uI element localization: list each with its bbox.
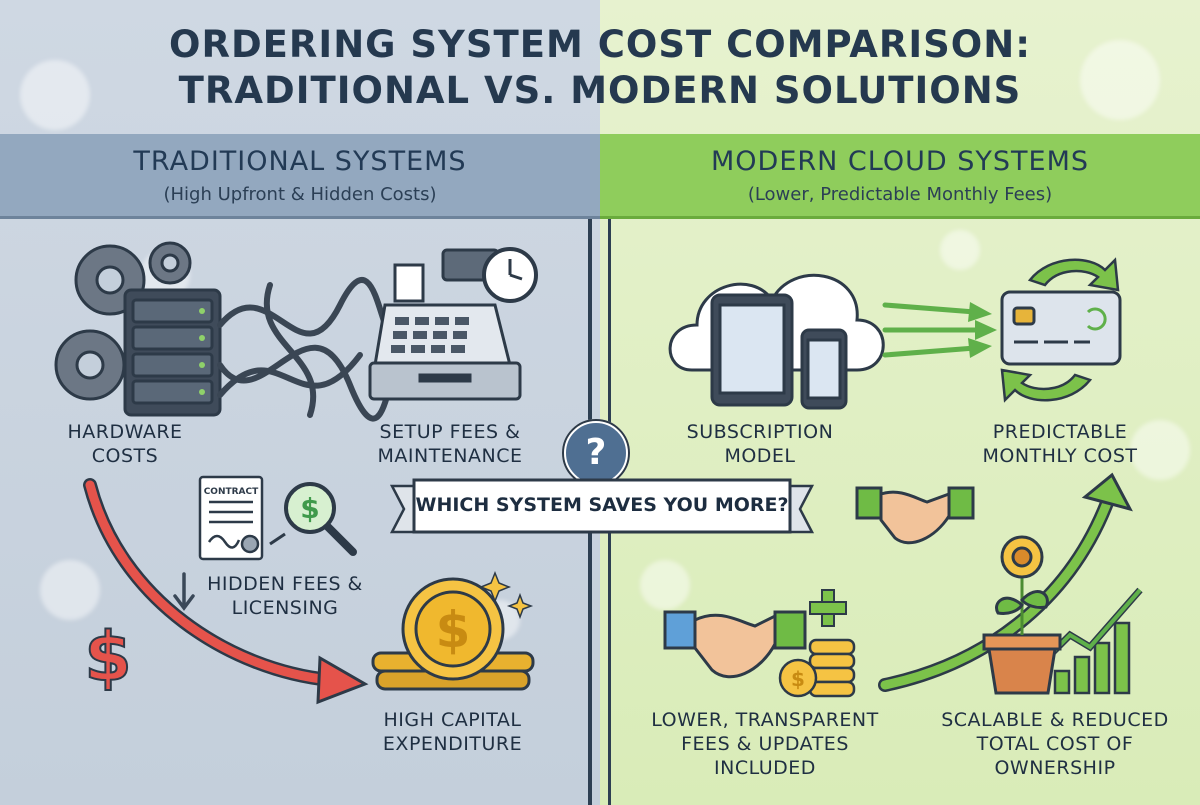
hidden-fees-label: HIDDEN FEES & LICENSING bbox=[207, 573, 363, 619]
dollar-icon: $ bbox=[436, 601, 471, 659]
handshake-coins-illustration: $ bbox=[663, 589, 856, 698]
tablet-icon bbox=[710, 293, 794, 407]
modern-heading: MODERN CLOUD SYSTEMS bbox=[710, 146, 1089, 177]
question-mark: ? bbox=[585, 432, 607, 473]
hardware-costs-label: HARDWARE COSTS bbox=[67, 421, 183, 467]
bar-chart-icon bbox=[1053, 621, 1131, 695]
growth-illustration bbox=[878, 472, 1143, 695]
bokeh-circle bbox=[1130, 420, 1190, 480]
cloud-devices-illustration bbox=[668, 273, 885, 410]
dollar-icon: $ bbox=[791, 667, 805, 691]
subscription-model-label: SUBSCRIPTION MODEL bbox=[686, 421, 834, 467]
clock-icon bbox=[482, 247, 538, 303]
question-circle-icon bbox=[562, 419, 630, 487]
page-title: ORDERING SYSTEM COST COMPARISON: TRADITI… bbox=[0, 22, 1200, 114]
magnifier-icon bbox=[284, 482, 357, 556]
traditional-header-band: TRADITIONAL SYSTEMS (High Upfront & Hidd… bbox=[0, 134, 600, 219]
bokeh-circle bbox=[640, 560, 690, 610]
credit-card-illustration bbox=[1000, 257, 1122, 403]
traditional-subheading: (High Upfront & Hidden Costs) bbox=[163, 184, 437, 205]
dollar-icon: $ bbox=[300, 492, 319, 525]
svg-text:$: $ bbox=[84, 618, 131, 697]
question-banner: WHICH SYSTEM SAVES YOU MORE? bbox=[389, 474, 815, 544]
server-rack-icon bbox=[123, 288, 222, 417]
bokeh-circle bbox=[20, 60, 90, 130]
flower-pot-icon bbox=[982, 535, 1062, 695]
red-dollar-icon: $ bbox=[83, 617, 132, 698]
traditional-heading: TRADITIONAL SYSTEMS bbox=[133, 146, 467, 177]
modern-subheading: (Lower, Predictable Monthly Fees) bbox=[747, 184, 1053, 205]
scalable-label: SCALABLE & REDUCED TOTAL COST OF OWNERSH… bbox=[941, 709, 1169, 779]
contract-label: CONTRACT bbox=[204, 487, 259, 497]
title-line-1: ORDERING SYSTEM COST COMPARISON: bbox=[169, 23, 1031, 66]
bokeh-circle bbox=[1080, 40, 1160, 120]
bokeh-circle bbox=[40, 560, 100, 620]
sparkle-icon bbox=[478, 570, 534, 620]
gear-icon bbox=[54, 241, 192, 401]
coin-stack-icon bbox=[778, 638, 856, 698]
transfer-arrows-icon bbox=[882, 302, 997, 358]
high-capital-label: HIGH CAPITAL EXPENDITURE bbox=[382, 709, 523, 755]
bokeh-circle bbox=[940, 230, 980, 270]
lower-fees-label: LOWER, TRANSPARENT FEES & UPDATES INCLUD… bbox=[651, 709, 879, 779]
title-line-2: TRADITIONAL VS. MODERN SOLUTIONS bbox=[178, 69, 1022, 112]
red-down-arrow-icon bbox=[83, 478, 369, 705]
gold-coins-illustration: $ bbox=[371, 570, 535, 691]
plus-icon bbox=[809, 589, 847, 627]
banner-text: WHICH SYSTEM SAVES YOU MORE? bbox=[415, 494, 789, 516]
predictable-cost-label: PREDICTABLE MONTHLY COST bbox=[982, 421, 1138, 467]
modern-header-band: MODERN CLOUD SYSTEMS (Lower, Predictable… bbox=[600, 134, 1200, 219]
contract-illustration: CONTRACT $ bbox=[198, 475, 357, 561]
cycle-arrow-icon bbox=[1000, 257, 1120, 403]
handshake-icon bbox=[855, 486, 975, 545]
hardware-illustration bbox=[54, 241, 222, 417]
phone-icon bbox=[800, 328, 848, 410]
down-arrow-icon bbox=[173, 572, 195, 611]
cash-register-illustration bbox=[368, 247, 538, 401]
setup-fees-label: SETUP FEES & MAINTENANCE bbox=[377, 421, 523, 467]
